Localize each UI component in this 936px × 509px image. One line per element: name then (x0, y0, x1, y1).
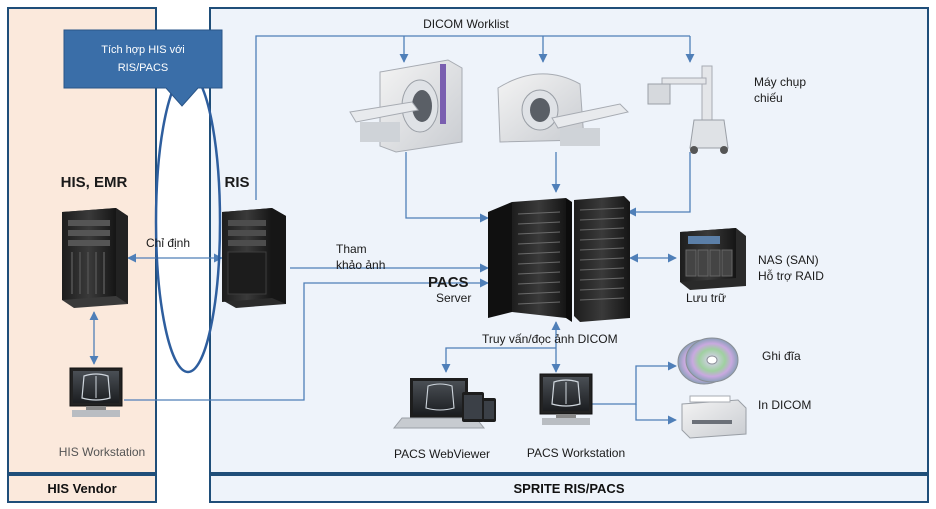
mri-to-pacs (405, 152, 489, 223)
xray-to-pacs (627, 152, 691, 217)
pacs-server-icon (488, 196, 630, 322)
sprite-ris-pacs-label: SPRITE RIS/PACS (513, 481, 624, 496)
callout-line-1: Tích hợp HIS với (101, 44, 185, 56)
tham-khao-label-line-2: khảo ảnh (336, 258, 385, 272)
cd-disc-icon (677, 337, 739, 385)
callout-line-2: RIS/PACS (118, 62, 169, 74)
his-vendor-label: HIS Vendor (47, 481, 116, 496)
chi-dinh-label: Chỉ định (146, 236, 190, 250)
workstation-to-disc (592, 361, 677, 405)
nas-storage-icon (680, 228, 746, 290)
his-workstation-icon (69, 367, 123, 417)
may-chup-label-line-1: Máy chụp (754, 75, 806, 89)
connectors (89, 35, 695, 425)
pacs-server-label: Server (436, 291, 471, 305)
film-printer-icon (681, 395, 747, 439)
pacs-workstation-label: PACS Workstation (527, 446, 625, 460)
his-workstation-to-pacs (124, 278, 489, 401)
nas-label-line-1: NAS (SAN) (758, 253, 819, 267)
his-server-icon (62, 208, 128, 308)
ris-label: RIS (224, 174, 249, 191)
tham-khao-label-line-1: Tham (336, 242, 367, 256)
ris-server-icon (222, 208, 286, 308)
pacs-label: PACS (428, 274, 469, 291)
in-dicom-label: In DICOM (758, 398, 811, 412)
worklist-bus (255, 35, 690, 200)
mobile-xray-icon (647, 65, 729, 154)
multi-device-icon (392, 378, 496, 429)
dicom-worklist-label: DICOM Worklist (423, 17, 509, 31)
truy-van-label: Truy vấn/đọc ảnh DICOM (482, 332, 618, 346)
nas-label-line-2: Hỗ trợ RAID (758, 268, 824, 283)
his-emr-label: HIS, EMR (61, 174, 128, 191)
pacs-to-webviewer (441, 347, 556, 373)
may-chup-label-line-2: chiếu (754, 91, 783, 105)
workstation-to-printer (635, 404, 677, 425)
pacs-webviewer-label: PACS WebViewer (394, 447, 490, 461)
ghi-dia-label: Ghi đĩa (762, 349, 801, 363)
pacs-workstation-icon (539, 373, 593, 425)
his-workstation-label: HIS Workstation (59, 445, 145, 459)
mri-scanner-icon (349, 59, 463, 153)
ct-scanner-icon (497, 73, 629, 146)
luu-tru-label: Lưu trữ (686, 291, 726, 305)
integration-callout: Tích hợp HIS với RIS/PACS (63, 29, 223, 107)
